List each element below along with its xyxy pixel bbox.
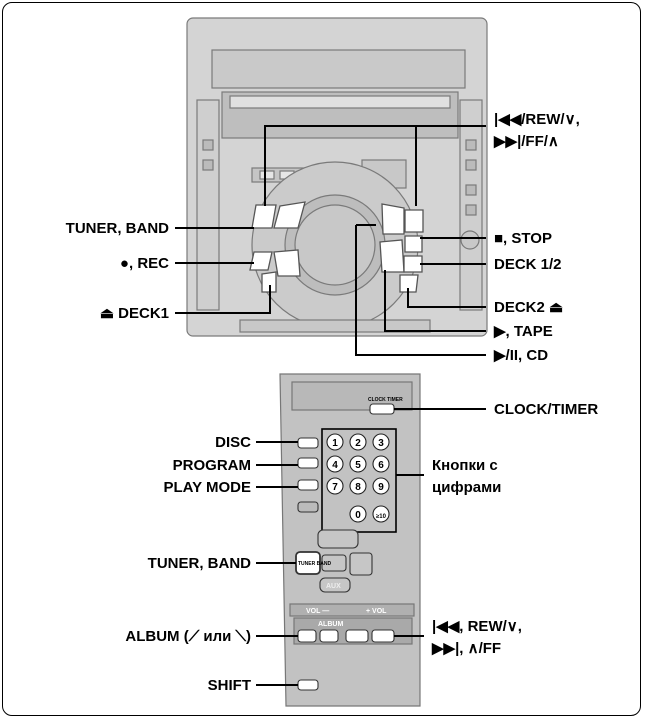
rew-key (345, 629, 369, 643)
digit-key-2 (372, 433, 390, 451)
disc-key (297, 437, 319, 449)
tuner-band-unit-button-big (273, 201, 306, 229)
digit-key-label-9: 0 (355, 510, 361, 521)
digit-key-9 (349, 505, 367, 523)
jack (460, 230, 480, 250)
label-tuner-band-unit: TUNER, BAND (65, 220, 169, 237)
label-deck1: ⏏ DECK1 (99, 305, 169, 322)
label-program: PROGRAM (172, 457, 251, 474)
remote-keys (295, 403, 397, 691)
vol-panel (289, 603, 415, 617)
tape-key (349, 552, 373, 576)
digit-key-5 (372, 455, 390, 473)
aux-key-text: AUX (326, 583, 341, 590)
digit-key-label-6: 7 (332, 482, 338, 493)
aux-key (319, 577, 351, 593)
deck1-unit-button (261, 271, 277, 293)
album-minus-key (297, 629, 317, 643)
unit-top-panel (211, 49, 466, 89)
digit-key-7 (349, 477, 367, 495)
label-numeric-2: цифрами (432, 479, 502, 496)
left-lower-big-button (273, 249, 301, 277)
digit-key-6 (326, 477, 344, 495)
digit-key-label-1: 2 (355, 438, 361, 449)
label-rec: ●, REC (119, 255, 169, 272)
digit-key-label-3: 4 (332, 460, 338, 471)
play-mode-key (297, 479, 319, 491)
tape-callout (384, 270, 486, 332)
vol-minus-text: VOL — (306, 608, 329, 615)
label-tuner-band-remote: TUNER, BAND (147, 555, 251, 572)
digit-key-label-4: 5 (355, 460, 361, 471)
label-tape: ▶, TAPE (494, 323, 553, 340)
unit-callouts (175, 125, 486, 356)
vol-plus-text: + VOL (366, 608, 387, 615)
label-deck2: DECK2 ⏏ (494, 299, 564, 316)
repeat-key (297, 501, 319, 513)
digit-key-0 (326, 433, 344, 451)
digit-key-label-8: 9 (378, 482, 384, 493)
digit-key-3 (326, 455, 344, 473)
label-stop: ■, STOP (494, 230, 552, 247)
deck2-unit-button (399, 274, 419, 293)
label-remote-skip-2: ▶▶|, ∧/FF (432, 640, 502, 657)
cd-unit-button-big (379, 239, 405, 273)
stereo-unit (186, 17, 488, 337)
digit-key-label-7: 8 (355, 482, 361, 493)
label-skip-rew: |◀◀/REW/∨, (494, 111, 580, 128)
ff-key (371, 629, 395, 643)
base-strip (239, 319, 431, 333)
label-cd: ▶/II, CD (494, 347, 549, 364)
label-clock-timer: CLOCK/TIMER (494, 401, 599, 418)
remote-callouts (256, 408, 486, 686)
rec-unit-button (249, 251, 273, 271)
skip-callout (264, 125, 417, 206)
unit-right-buttons (379, 203, 424, 293)
skip-unit-button-small (404, 209, 424, 233)
stop-unit-button (404, 235, 423, 253)
label-deck12: DECK 1/2 (494, 256, 562, 273)
shift-key (297, 679, 319, 691)
label-shift: SHIFT (207, 677, 251, 694)
digit-key-label-5: 6 (378, 460, 384, 471)
clock-timer-key (369, 403, 395, 415)
numeric-keypad: 1 2 3 4 5 6 7 8 9 0 ≥10 (326, 433, 390, 523)
label-album: ALBUM (⟋ или ⟍) (125, 628, 251, 645)
clear-key (321, 554, 347, 572)
deck12-unit-button (403, 255, 423, 273)
deck2-callout (407, 288, 486, 308)
skip-unit-button-big (381, 203, 405, 235)
digit-key-label-2: 3 (378, 438, 384, 449)
label-remote-skip-1: |◀◀, REW/∨, (432, 618, 522, 635)
label-skip-ff: ▶▶|/FF/∧ (494, 133, 559, 150)
deck1-callout (175, 285, 271, 314)
volume-knob (294, 204, 376, 286)
clock-key-text: CLOCK TIMER (368, 397, 403, 403)
digit-key-4 (349, 455, 367, 473)
digit-key-label-10: ≥10 (376, 514, 387, 520)
program-key (297, 457, 319, 469)
tuner-band-unit-button (251, 204, 277, 229)
digit-key-10 (372, 505, 390, 523)
album-plus-key (319, 629, 339, 643)
album-key-text: ALBUM (318, 621, 343, 628)
cd-key (317, 529, 359, 549)
tuner-key-text: TUNER BAND (298, 561, 331, 567)
digit-key-8 (372, 477, 390, 495)
label-play-mode: PLAY MODE (163, 479, 251, 496)
label-disc: DISC (215, 434, 251, 451)
side-column-left (196, 99, 220, 311)
digit-key-1 (349, 433, 367, 451)
label-numeric-1: Кнопки с (432, 457, 498, 474)
digit-key-label-0: 1 (332, 438, 338, 449)
numeric-key-frame (321, 428, 397, 533)
cd-callout (355, 225, 486, 356)
